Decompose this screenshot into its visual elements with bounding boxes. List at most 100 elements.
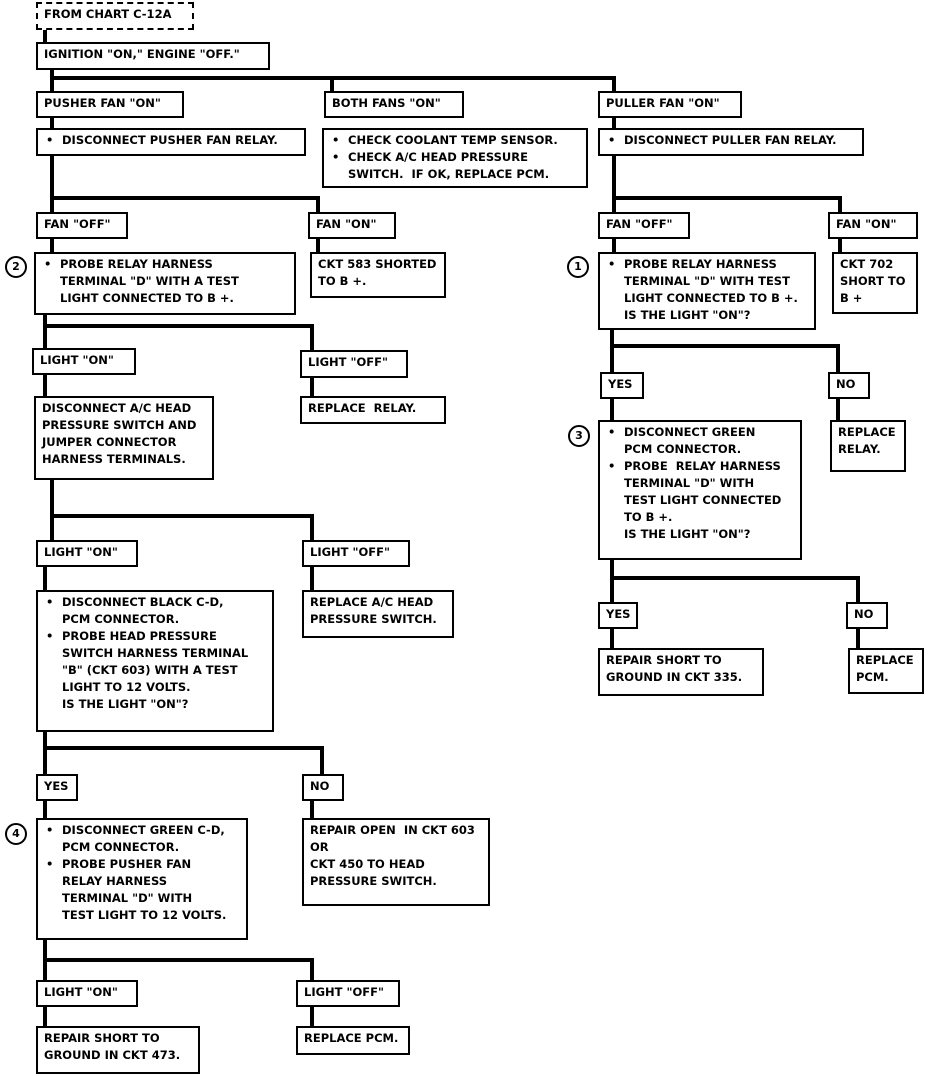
box-text-line: OR xyxy=(310,840,329,854)
box-text-line: YES xyxy=(44,779,69,793)
box-text-line: PRESSURE SWITCH. xyxy=(310,612,437,626)
no-box-l: NO xyxy=(302,774,344,801)
box-text-line: REPLACE PCM. xyxy=(304,1031,399,1045)
replace-pcm-box-r: REPLACE PCM. xyxy=(848,648,924,694)
box-text-line: BOTH FANS "ON" xyxy=(332,96,441,110)
box-text-line: FAN "OFF" xyxy=(44,217,111,231)
box-text-line: PULLER FAN "ON" xyxy=(606,96,720,110)
box-text-line: PUSHER FAN "ON" xyxy=(44,96,161,110)
box-text-line: LIGHT "OFF" xyxy=(310,545,390,559)
box-text-line: GROUND IN CKT 473. xyxy=(44,1048,181,1062)
box-bullet-item: PROBE RELAY HARNESS TERMINAL "D" WITH TE… xyxy=(606,256,808,324)
replace-ac-head-box: REPLACE A/C HEAD PRESSURE SWITCH. xyxy=(302,590,454,638)
box-text-line: REPLACE RELAY. xyxy=(308,401,417,415)
light-off-box-2: LIGHT "OFF" xyxy=(302,540,410,567)
disconnect-green-cd-box: DISCONNECT GREEN C-D, PCM CONNECTOR.PROB… xyxy=(36,818,248,940)
light-on-box-1: LIGHT "ON" xyxy=(32,348,136,375)
box-text-line: LIGHT "ON" xyxy=(44,545,118,559)
box-bullet-item: DISCONNECT PULLER FAN RELAY. xyxy=(606,132,856,149)
box-text-line: PRESSURE SWITCH. xyxy=(310,874,437,888)
no-box-r1: NO xyxy=(828,372,870,399)
box-text-line: LIGHT "ON" xyxy=(40,353,114,367)
box-text-line: NO xyxy=(836,377,856,391)
box-text-line: REPLACE xyxy=(838,425,896,439)
box-text-line: RELAY. xyxy=(838,442,881,456)
box-text-line: PCM. xyxy=(856,670,889,684)
left-fan-on-box: FAN "ON" xyxy=(308,212,396,239)
disconnect-green-pcm-box: DISCONNECT GREEN PCM CONNECTOR.PROBE REL… xyxy=(598,420,802,560)
step-marker-4: 4 xyxy=(5,823,27,845)
box-text-line: LIGHT "OFF" xyxy=(304,985,384,999)
ignition-box: IGNITION "ON," ENGINE "OFF." xyxy=(36,42,270,70)
box-text-line: CKT 450 TO HEAD xyxy=(310,857,425,871)
box-text-line: SHORT TO xyxy=(840,274,906,288)
box-text-line: REPAIR OPEN IN CKT 603 xyxy=(310,823,475,837)
box-text-line: NO xyxy=(854,607,874,621)
puller-fan-on-box: PULLER FAN "ON" xyxy=(598,91,742,118)
box-text-line: FROM CHART C-12A xyxy=(44,7,172,21)
box-bullet-item: PROBE RELAY HARNESS TERMINAL "D" WITH TE… xyxy=(606,458,794,543)
light-off-box-3: LIGHT "OFF" xyxy=(296,980,400,1007)
replace-relay-box-1: REPLACE RELAY. xyxy=(300,396,446,424)
light-off-box-1: LIGHT "OFF" xyxy=(300,350,408,378)
repair-short-473-box: REPAIR SHORT TO GROUND IN CKT 473. xyxy=(36,1026,200,1074)
yes-box-r1: YES xyxy=(600,372,644,399)
disconnect-puller-relay-box: DISCONNECT PULLER FAN RELAY. xyxy=(598,128,864,156)
box-bullet-item: PROBE HEAD PRESSURE SWITCH HARNESS TERMI… xyxy=(44,628,266,713)
box-bullet-item: DISCONNECT PUSHER FAN RELAY. xyxy=(44,132,298,149)
box-text-line: CKT 583 SHORTED xyxy=(318,257,437,271)
box-bullet-item: DISCONNECT GREEN PCM CONNECTOR. xyxy=(606,424,794,458)
light-on-box-3: LIGHT "ON" xyxy=(36,980,138,1007)
box-text-line: REPAIR SHORT TO xyxy=(606,653,722,667)
light-on-box-2: LIGHT "ON" xyxy=(36,540,138,567)
box-text-line: FAN "ON" xyxy=(316,217,377,231)
step-marker-1: 1 xyxy=(567,256,589,278)
box-text-line: YES xyxy=(606,607,631,621)
from-chart-box: FROM CHART C-12A xyxy=(36,2,194,30)
yes-box-l: YES xyxy=(36,774,78,801)
box-text-line: IGNITION "ON," ENGINE "OFF." xyxy=(44,47,240,61)
right-fan-off-box: FAN "OFF" xyxy=(598,212,690,239)
box-text-line: NO xyxy=(310,779,330,793)
box-text-line: REPLACE xyxy=(856,653,914,667)
box-text-line: REPLACE A/C HEAD xyxy=(310,595,434,609)
box-bullet-item: PROBE RELAY HARNESS TERMINAL "D" WITH A … xyxy=(42,256,288,307)
right-fan-on-box: FAN "ON" xyxy=(828,212,918,239)
disconnect-black-box: DISCONNECT BLACK C-D, PCM CONNECTOR.PROB… xyxy=(36,590,274,732)
box-text-line: DISCONNECT A/C HEAD xyxy=(42,401,192,415)
no-box-r2: NO xyxy=(846,602,888,629)
box-text-line: GROUND IN CKT 335. xyxy=(606,670,743,684)
box-text-line: B + xyxy=(840,291,863,305)
disconnect-pusher-relay-box: DISCONNECT PUSHER FAN RELAY. xyxy=(36,128,306,156)
box-text-line: TO B +. xyxy=(318,274,367,288)
box-bullet-item: CHECK A/C HEAD PRESSURE SWITCH. IF OK, R… xyxy=(330,149,580,183)
box-bullet-item: CHECK COOLANT TEMP SENSOR. xyxy=(330,132,580,149)
step-marker-3: 3 xyxy=(568,425,590,447)
replace-pcm-box-l: REPLACE PCM. xyxy=(296,1026,410,1055)
both-fans-on-box: BOTH FANS "ON" xyxy=(324,91,464,118)
yes-box-r2: YES xyxy=(598,602,638,629)
ckt583-box: CKT 583 SHORTED TO B +. xyxy=(310,252,446,298)
left-fan-off-box: FAN "OFF" xyxy=(36,212,128,239)
box-bullet-item: PROBE PUSHER FAN RELAY HARNESS TERMINAL … xyxy=(44,856,240,924)
box-text-line: LIGHT "ON" xyxy=(44,985,118,999)
box-text-line: PRESSURE SWITCH AND xyxy=(42,418,197,432)
box-text-line: FAN "ON" xyxy=(836,217,897,231)
step-marker-2: 2 xyxy=(5,256,27,278)
box-bullet-item: DISCONNECT BLACK C-D, PCM CONNECTOR. xyxy=(44,594,266,628)
box-text-line: REPAIR SHORT TO xyxy=(44,1031,160,1045)
box-text-line: LIGHT "OFF" xyxy=(308,355,388,369)
check-coolant-box: CHECK COOLANT TEMP SENSOR.CHECK A/C HEAD… xyxy=(322,128,588,188)
box-text-line: HARNESS TERMINALS. xyxy=(42,452,186,466)
box-text-line: FAN "OFF" xyxy=(606,217,673,231)
pusher-fan-on-box: PUSHER FAN "ON" xyxy=(36,91,184,118)
box-text-line: YES xyxy=(608,377,633,391)
probe-relay-left-box: PROBE RELAY HARNESS TERMINAL "D" WITH A … xyxy=(34,252,296,315)
box-text-line: CKT 702 xyxy=(840,257,894,271)
replace-relay-box-2: REPLACE RELAY. xyxy=(830,420,906,472)
box-text-line: JUMPER CONNECTOR xyxy=(42,435,177,449)
probe-relay-right-box: PROBE RELAY HARNESS TERMINAL "D" WITH TE… xyxy=(598,252,816,330)
